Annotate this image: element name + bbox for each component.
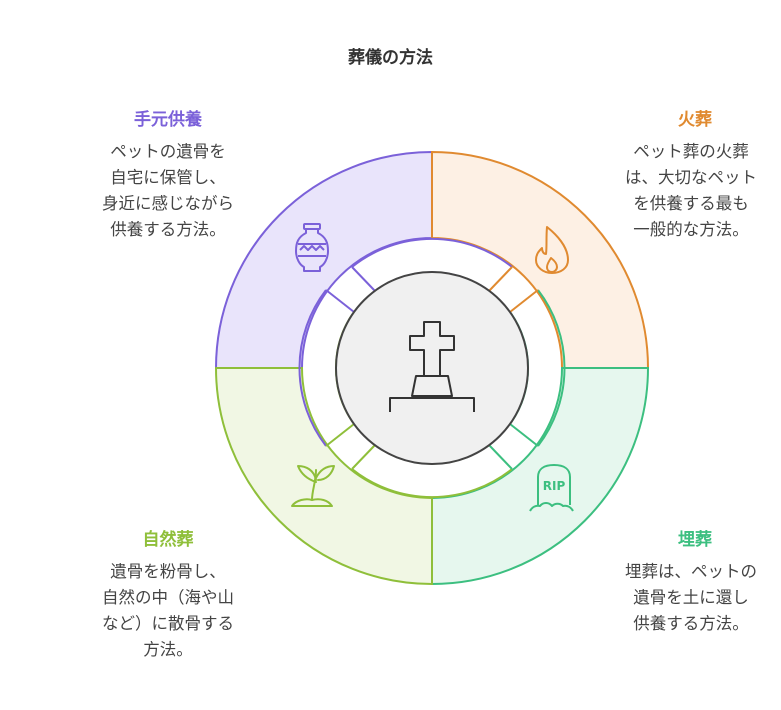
- desc-line: ペット葬の火葬: [633, 142, 749, 161]
- desc-line: など）に散骨する: [102, 614, 234, 633]
- heading-cremation: 火葬: [678, 110, 712, 130]
- desc-line: 自然の中（海や山: [102, 588, 234, 607]
- heading-hand-kept: 手元供養: [134, 110, 202, 130]
- desc-line: 遺骨を土に還し: [633, 588, 749, 607]
- diagram-title: 葬儀の方法: [348, 48, 433, 68]
- desc-line: を供養する最も: [633, 194, 749, 213]
- desc-natural-burial: 遺骨を粉骨し、 自然の中（海や山 など）に散骨する 方法。: [78, 559, 258, 663]
- desc-line: 遺骨を粉骨し、: [110, 562, 226, 581]
- desc-line: 身近に感じながら: [102, 194, 234, 213]
- desc-line: 埋葬は、ペットの: [625, 562, 757, 581]
- desc-line: 自宅に保管し、: [110, 168, 226, 187]
- grave-cross-icon: [389, 321, 475, 412]
- desc-line: 方法。: [143, 640, 193, 659]
- desc-burial: 埋葬は、ペットの 遺骨を土に還し 供養する方法。: [606, 559, 776, 637]
- vase-icon: [295, 223, 329, 272]
- tombstone-rip-icon: RIP: [529, 464, 574, 512]
- desc-hand-kept: ペットの遺骨を 自宅に保管し、 身近に感じながら 供養する方法。: [78, 139, 258, 243]
- desc-line: は、大切なペット: [625, 168, 757, 187]
- sprout-icon: [291, 465, 335, 507]
- rip-text: RIP: [543, 479, 566, 493]
- flame-icon: [535, 226, 569, 274]
- center-circle: [335, 271, 529, 465]
- desc-line: 一般的な方法。: [633, 220, 749, 239]
- heading-burial: 埋葬: [678, 530, 712, 550]
- segment-top-left: [214, 150, 433, 369]
- segment-bottom-right: [431, 367, 650, 586]
- desc-cremation: ペット葬の火葬 は、大切なペット を供養する最も 一般的な方法。: [606, 139, 776, 243]
- desc-line: 供養する方法。: [110, 220, 226, 239]
- heading-natural-burial: 自然葬: [142, 530, 194, 550]
- desc-line: 供養する方法。: [633, 614, 749, 633]
- desc-line: ペットの遺骨を: [110, 142, 226, 161]
